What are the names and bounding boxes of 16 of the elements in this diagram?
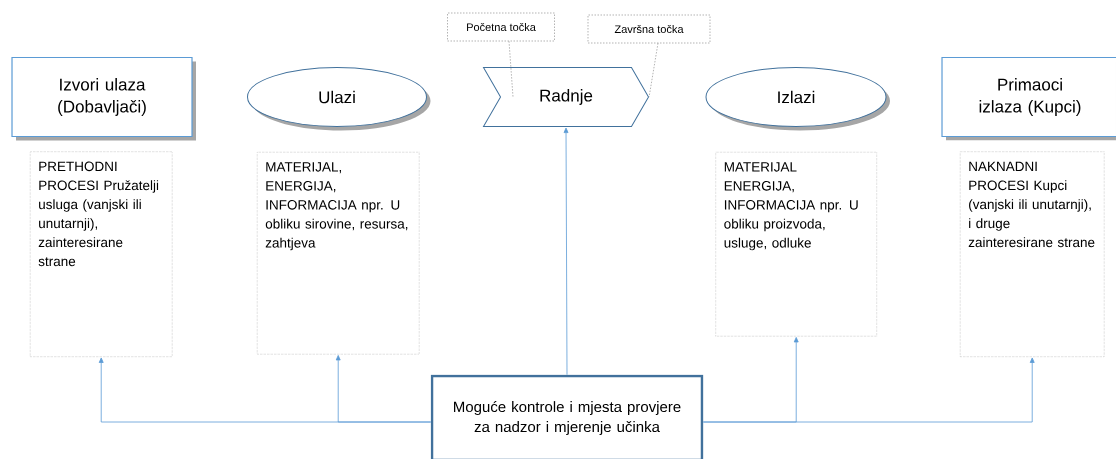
note-box: NAKNADNI PROCESI Kupci (vanjski ili unutarnji), i druge zainteresirane strane <box>960 151 1105 357</box>
callout-box: Početna točka <box>447 12 555 42</box>
note-box: MATERIJAL ENERGIJA, INFORMACIJA npr. U obliku proizvoda, usluge, odluke <box>715 152 877 337</box>
node-label: Primaoci izlaza (Kupci) <box>979 78 1081 116</box>
control-box: Moguće kontrole i mjesta provjere za nadzor i mjerenje učinka <box>430 374 704 459</box>
source-box: Izvori ulaza (Dobavljači) <box>11 56 196 141</box>
arrow <box>335 355 432 423</box>
note-box: MATERIJAL, ENERGIJA, INFORMACIJA npr. U obliku sirovine, resursa, zahtjeva <box>257 152 420 355</box>
note-box: PRETHODNI PROCESI Pružatelji usluga (vanjski ili unutarnji), zainteresirane strane <box>30 151 173 357</box>
activity-chevron: Radnje <box>483 67 649 127</box>
callout-box: Završna točka <box>587 14 711 44</box>
arrow <box>702 357 1035 423</box>
arrow <box>563 127 569 376</box>
recipient-box: Primaoci izlaza (Kupci) <box>941 56 1116 141</box>
leader-line <box>648 43 659 98</box>
leader-line <box>508 41 514 98</box>
